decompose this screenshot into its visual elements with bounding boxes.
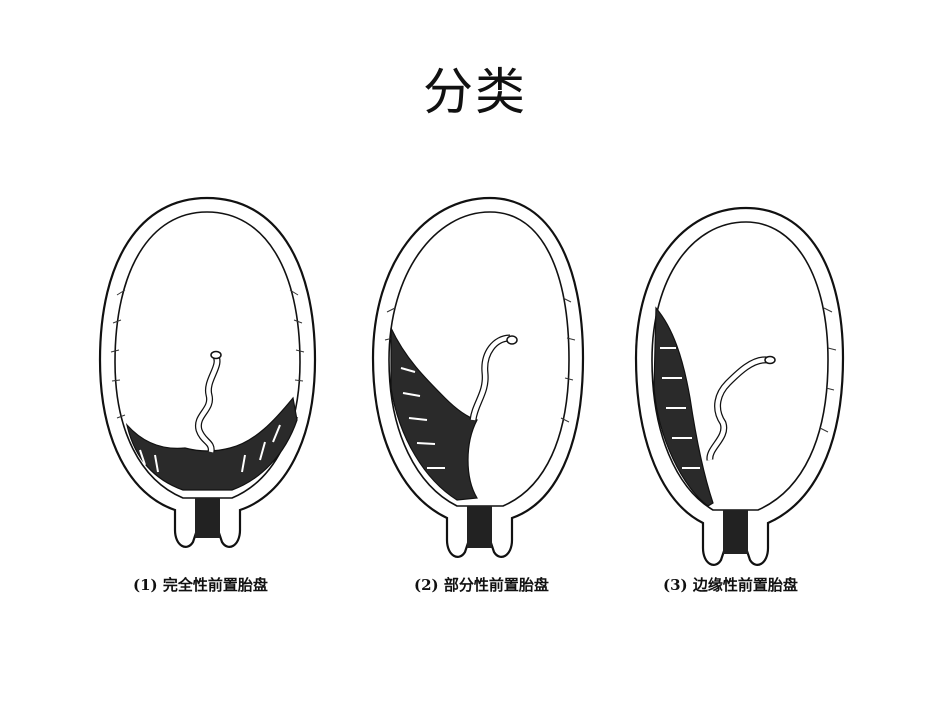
slide-title: 分类 [423,63,527,121]
uterus-diagram-marginal [628,198,853,578]
cervix [723,510,748,554]
caption-partial: (2) 部分性前置胎盘 [414,576,549,594]
cervix [195,498,220,538]
uterus-diagram-complete [95,180,320,560]
placenta [125,396,298,491]
caption-complete: (1) 完全性前置胎盘 [133,576,268,594]
uterus-diagram-partial [365,188,590,568]
caption-marginal: (3) 边缘性前置胎盘 [663,576,798,594]
cervix [467,506,492,548]
